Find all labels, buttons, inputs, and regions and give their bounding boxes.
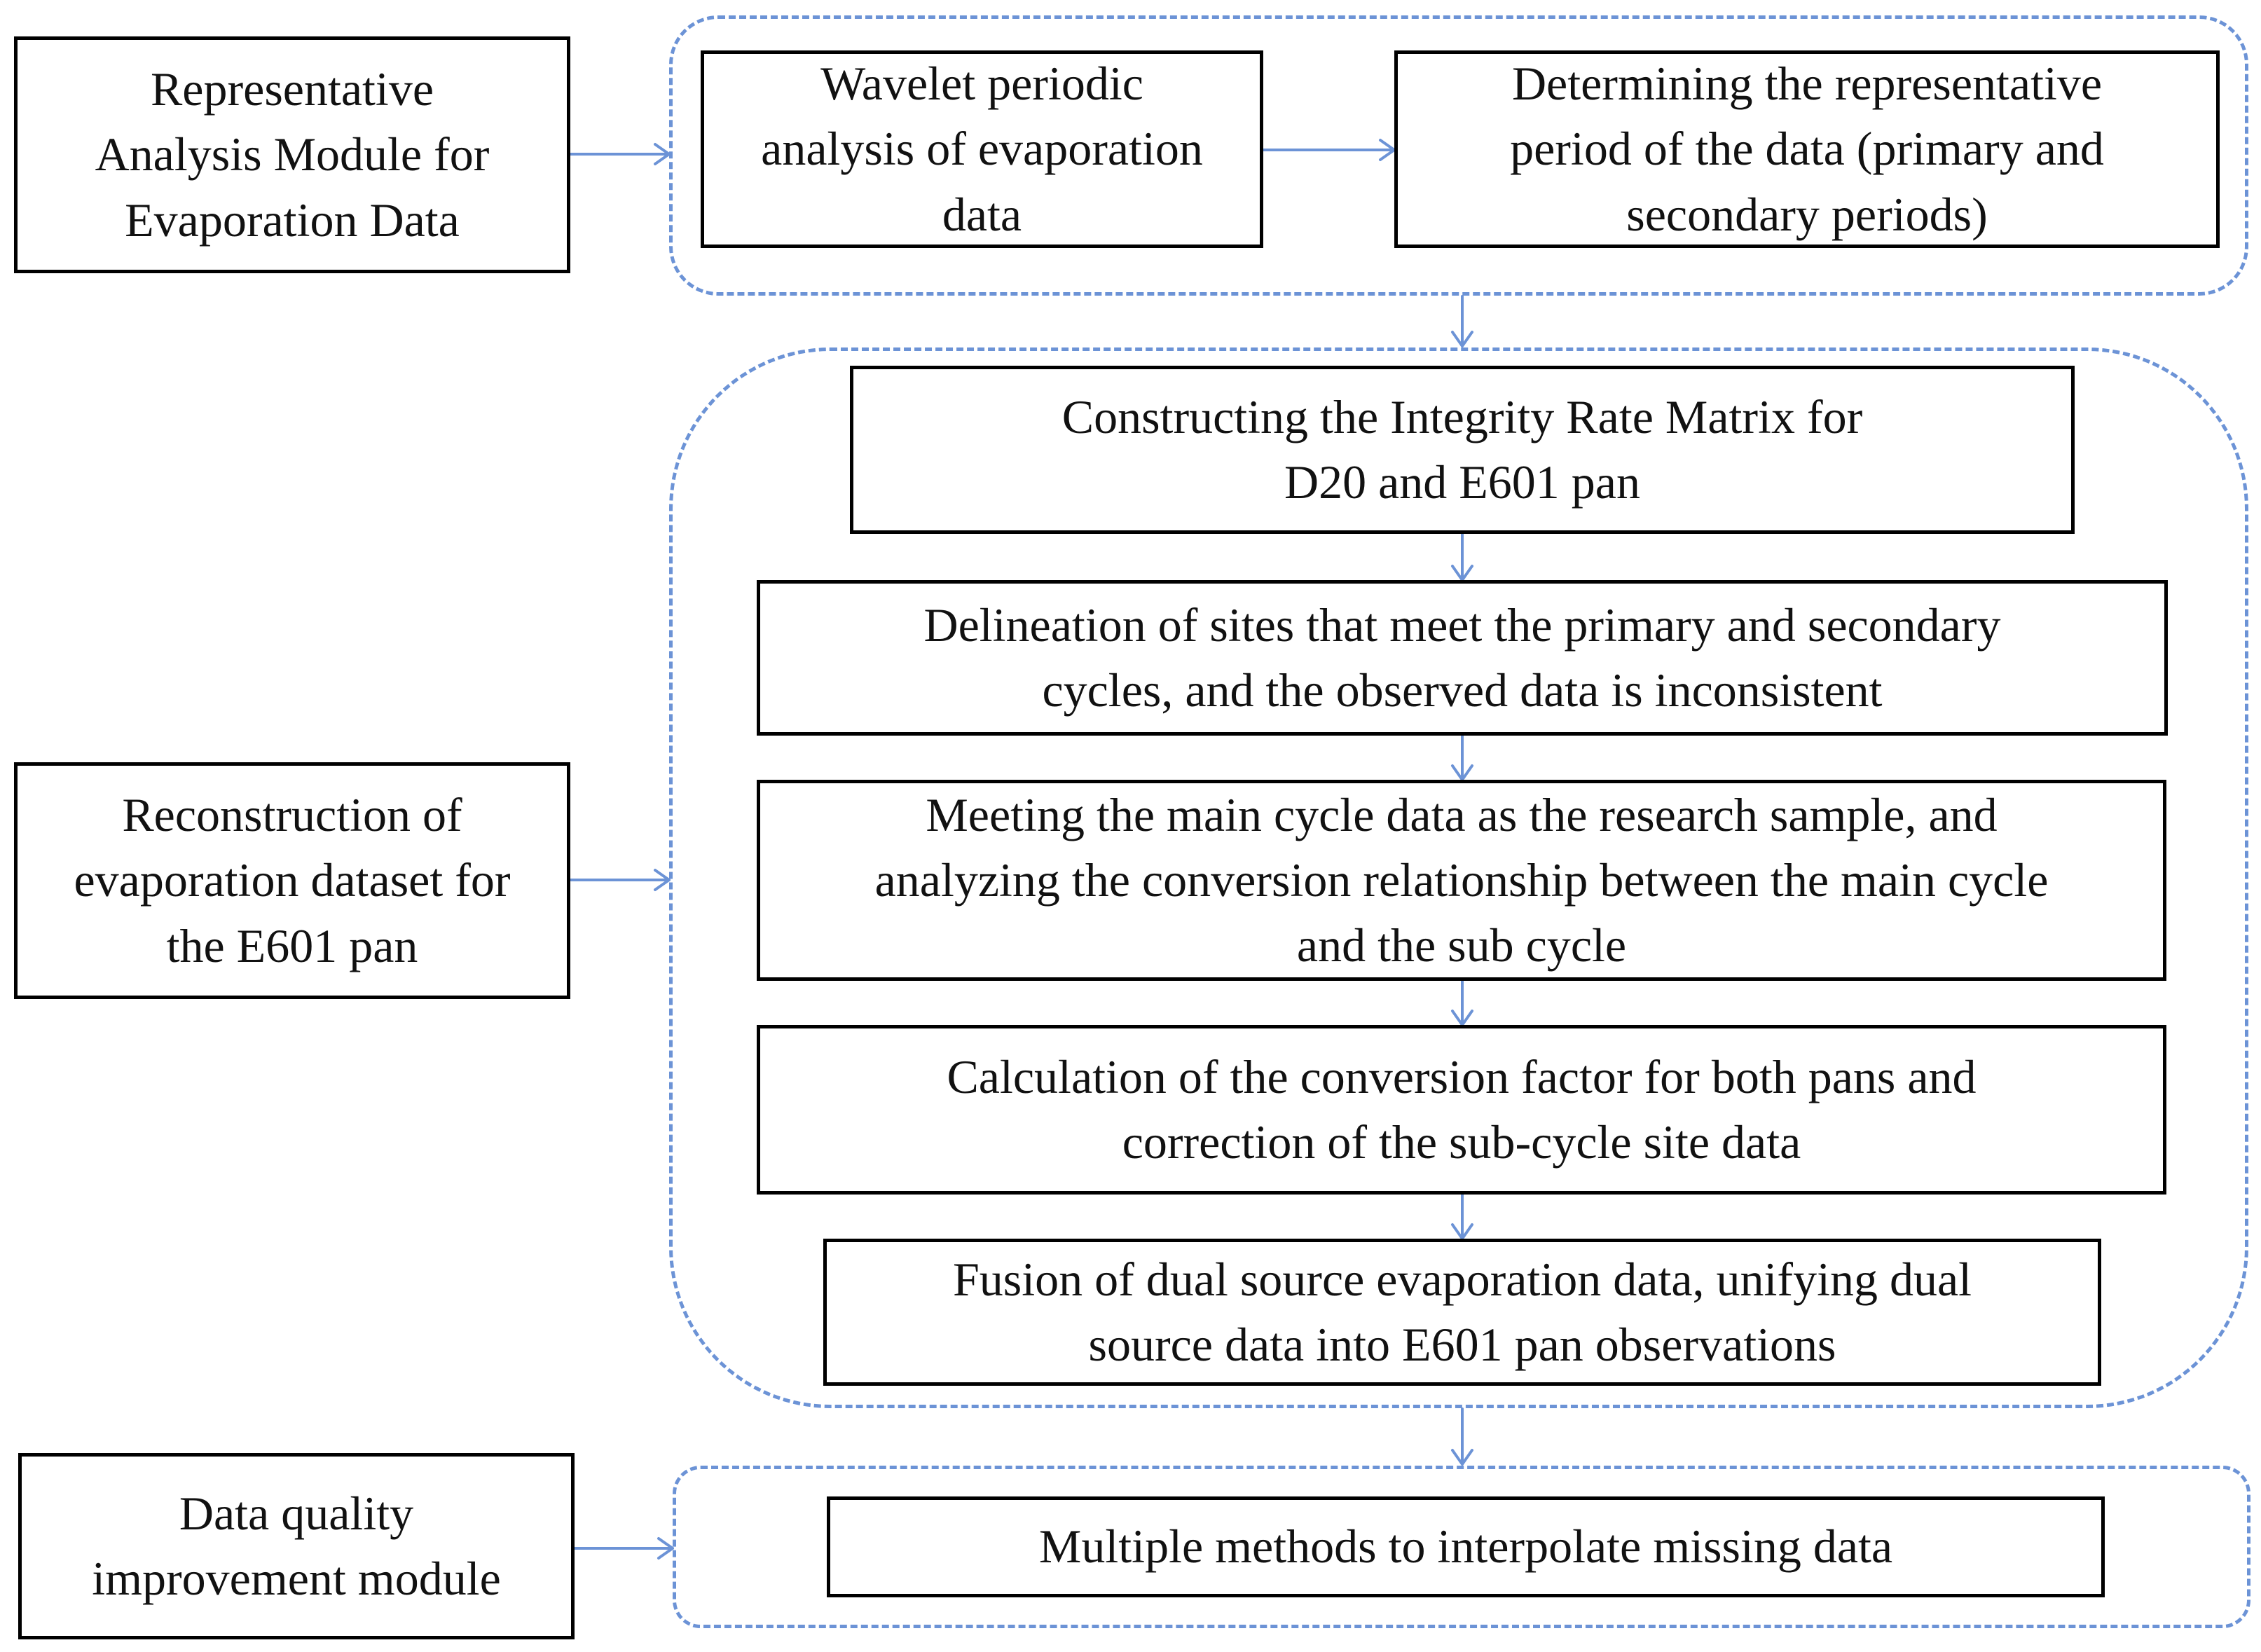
step-conversion-relationship: Meeting the main cycle data as the resea… [757, 780, 2166, 981]
step-conversion-relationship-label: Meeting the main cycle data as the resea… [874, 787, 2049, 972]
representative-period-box: Determining the representative period of… [1394, 50, 2220, 248]
arrow-module2-to-group2 [569, 869, 671, 891]
arrow-module1-to-group1 [569, 143, 671, 165]
arrow-step4-to-step5 [1451, 1193, 1473, 1240]
arrow-step3-to-step4 [1451, 979, 1473, 1026]
step-site-delineation: Delineation of sites that meet the prima… [757, 580, 2168, 736]
module-quality-improvement-label: Data quality improvement module [92, 1486, 501, 1605]
module-reconstruction: Reconstruction of evaporation dataset fo… [14, 762, 570, 999]
step-conversion-factor: Calculation of the conversion factor for… [757, 1025, 2166, 1195]
module-representative-analysis: Representative Analysis Module for Evapo… [14, 36, 570, 273]
group-quality-improvement [673, 1466, 2250, 1628]
module-reconstruction-label: Reconstruction of evaporation dataset fo… [74, 788, 511, 972]
arrow-step2-to-step3 [1451, 734, 1473, 781]
module-quality-improvement: Data quality improvement module [18, 1453, 575, 1639]
step-integrity-matrix-label: Constructing the Integrity Rate Matrix f… [1061, 390, 1863, 509]
interpolation-label: Multiple methods to interpolate missing … [1038, 1520, 1893, 1574]
wavelet-analysis-box: Wavelet periodic analysis of evaporation… [701, 50, 1263, 248]
step-site-delineation-label: Delineation of sites that meet the prima… [923, 598, 2001, 717]
arrow-module3-to-group3 [573, 1537, 674, 1560]
arrow-group2-to-group3 [1451, 1407, 1473, 1466]
step-data-fusion-label: Fusion of dual source evaporation data, … [952, 1252, 1972, 1371]
arrow-group1-to-group2 [1451, 295, 1473, 347]
wavelet-analysis-label: Wavelet periodic analysis of evaporation… [761, 57, 1203, 241]
step-conversion-factor-label: Calculation of the conversion factor for… [947, 1049, 1977, 1169]
module-representative-analysis-label: Representative Analysis Module for Evapo… [95, 62, 490, 247]
arrow-step1-to-step2 [1451, 532, 1473, 581]
arrow-wavelet-to-period [1262, 139, 1396, 161]
step-data-fusion: Fusion of dual source evaporation data, … [823, 1239, 2101, 1386]
group-representative-analysis [669, 15, 2248, 296]
representative-period-label: Determining the representative period of… [1510, 57, 2104, 241]
interpolation-box: Multiple methods to interpolate missing … [827, 1496, 2105, 1597]
step-integrity-matrix: Constructing the Integrity Rate Matrix f… [850, 366, 2075, 534]
group-reconstruction [669, 347, 2248, 1408]
